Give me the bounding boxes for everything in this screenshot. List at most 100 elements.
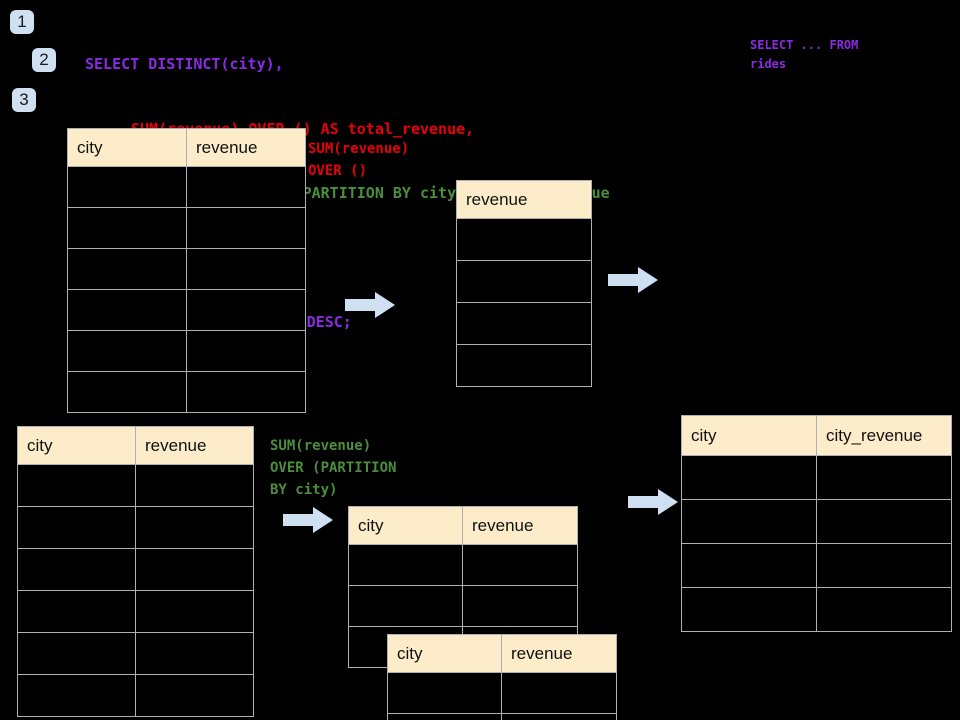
table-header-row: city revenue xyxy=(17,426,254,465)
table-row xyxy=(17,632,254,675)
table-row xyxy=(67,207,306,249)
step-badge-1: 1 xyxy=(10,10,34,34)
table-row xyxy=(456,344,592,387)
table-row xyxy=(681,455,952,500)
column-header-revenue: revenue xyxy=(135,426,254,465)
table-row xyxy=(67,330,306,372)
cell-city xyxy=(17,590,136,633)
step-badge-3-label: 3 xyxy=(19,90,29,109)
cell-city-revenue xyxy=(816,499,952,544)
cell-city xyxy=(67,371,187,413)
result-table: city city_revenue xyxy=(681,415,952,632)
cell-revenue xyxy=(456,218,592,261)
table-row xyxy=(67,166,306,208)
column-header-city: city xyxy=(387,634,502,673)
table-row xyxy=(387,672,617,714)
table-row xyxy=(17,548,254,591)
cell-revenue xyxy=(186,207,306,249)
column-header-revenue: revenue xyxy=(456,180,592,219)
table-header-row: city city_revenue xyxy=(681,415,952,456)
step-badge-2: 2 xyxy=(32,48,56,72)
cell-city xyxy=(681,499,817,544)
cell-city xyxy=(67,166,187,208)
table-row xyxy=(387,713,617,720)
table-row xyxy=(681,499,952,544)
cell-revenue xyxy=(135,632,254,675)
cell-city xyxy=(681,543,817,588)
cell-city xyxy=(17,548,136,591)
cell-city xyxy=(17,674,136,717)
cell-city xyxy=(17,506,136,549)
cell-city xyxy=(348,585,463,627)
source-table-top: city revenue xyxy=(67,128,306,413)
column-header-city-revenue: city_revenue xyxy=(816,415,952,456)
step-badge-3: 3 xyxy=(12,88,36,112)
table-row xyxy=(67,248,306,290)
sql-line-1: SELECT DISTINCT(city), xyxy=(85,55,284,73)
cell-revenue xyxy=(501,713,617,720)
cell-city xyxy=(681,455,817,500)
table-row xyxy=(348,585,578,627)
table-header-row: revenue xyxy=(456,180,592,219)
partition-table-front: city revenue xyxy=(387,634,617,720)
table-row xyxy=(348,544,578,586)
annotation-select-from: SELECT ... FROM rides xyxy=(750,38,859,71)
column-header-revenue: revenue xyxy=(462,506,578,545)
cell-revenue xyxy=(456,344,592,387)
cell-revenue xyxy=(186,166,306,208)
table-row xyxy=(67,371,306,413)
table-row xyxy=(456,302,592,345)
cell-city xyxy=(67,207,187,249)
arrow-partition-to-result-icon xyxy=(628,489,678,515)
cell-revenue xyxy=(456,260,592,303)
source-table-bottom: city revenue xyxy=(17,426,254,717)
cell-city xyxy=(67,330,187,372)
arrow-source-to-total-icon xyxy=(345,292,395,318)
table-header-row: city revenue xyxy=(348,506,578,545)
cell-revenue xyxy=(135,590,254,633)
column-header-city: city xyxy=(67,128,187,167)
cell-city-revenue xyxy=(816,455,952,500)
column-header-city: city xyxy=(681,415,817,456)
cell-revenue xyxy=(462,585,578,627)
table-row xyxy=(17,674,254,717)
cell-city xyxy=(387,713,502,720)
annotation-sum-over-partition: SUM(revenue) OVER (PARTITION BY city) xyxy=(270,438,397,498)
table-row xyxy=(17,464,254,507)
table-row xyxy=(456,260,592,303)
cell-city-revenue xyxy=(816,587,952,632)
table-row xyxy=(17,506,254,549)
cell-city xyxy=(17,464,136,507)
cell-revenue xyxy=(135,674,254,717)
column-header-revenue: revenue xyxy=(186,128,306,167)
table-header-row: city revenue xyxy=(67,128,306,167)
cell-city-revenue xyxy=(816,543,952,588)
table-row xyxy=(456,218,592,261)
column-header-city: city xyxy=(17,426,136,465)
step-badge-1-label: 1 xyxy=(17,12,27,31)
table-header-row: city revenue xyxy=(387,634,617,673)
partition-table-back: city revenue xyxy=(348,506,578,668)
cell-city xyxy=(67,289,187,331)
cell-revenue xyxy=(186,330,306,372)
cell-revenue xyxy=(135,464,254,507)
arrow-total-to-result-icon xyxy=(608,267,658,293)
table-row xyxy=(681,543,952,588)
cell-revenue xyxy=(501,672,617,714)
column-header-revenue: revenue xyxy=(501,634,617,673)
cell-revenue xyxy=(186,289,306,331)
arrow-source-to-partition-icon xyxy=(283,507,333,533)
cell-city xyxy=(17,632,136,675)
cell-revenue xyxy=(456,302,592,345)
column-header-city: city xyxy=(348,506,463,545)
cell-revenue xyxy=(135,506,254,549)
cell-revenue xyxy=(135,548,254,591)
step-badge-2-label: 2 xyxy=(39,50,49,69)
total-revenue-table: revenue xyxy=(456,180,592,387)
cell-revenue xyxy=(186,248,306,290)
cell-city xyxy=(681,587,817,632)
table-row xyxy=(17,590,254,633)
annotation-sum-over-empty: SUM(revenue) OVER () xyxy=(308,141,410,179)
table-row xyxy=(67,289,306,331)
